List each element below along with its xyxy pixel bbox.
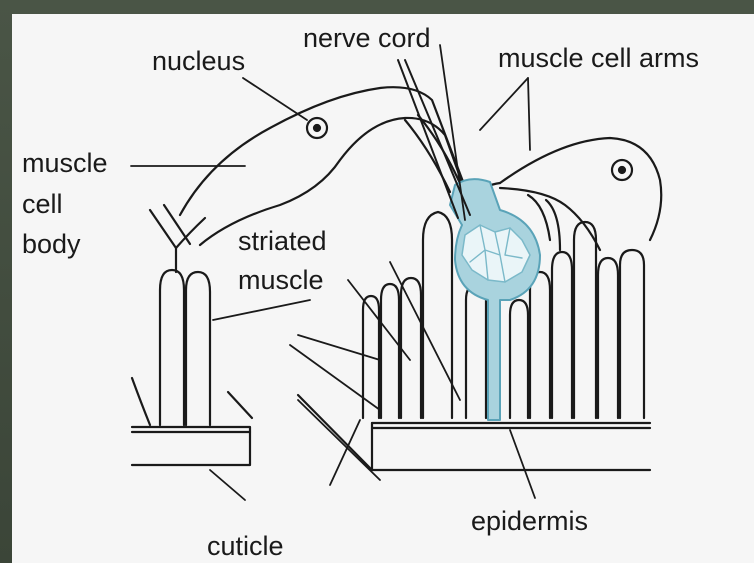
label-muscle-cell-body-line2: cell xyxy=(22,189,63,219)
left-muscle-fibres xyxy=(132,205,210,425)
cuticle-layer-right xyxy=(372,423,650,470)
cuticle-layer-left xyxy=(132,427,250,465)
label-nerve-cord: nerve cord xyxy=(303,23,431,53)
label-cuticle: cuticle xyxy=(207,531,284,561)
label-muscle-cell-body-line1: muscle xyxy=(22,148,108,178)
label-striated-muscle-line2: muscle xyxy=(238,265,324,295)
label-muscle-cell-body-line3: body xyxy=(22,229,81,259)
label-striated-muscle-line1: striated xyxy=(238,226,327,256)
label-nucleus: nucleus xyxy=(152,46,245,76)
nerve-cord xyxy=(398,60,540,420)
label-muscle-cell-arms: muscle cell arms xyxy=(498,43,699,73)
label-epidermis: epidermis xyxy=(471,506,588,536)
